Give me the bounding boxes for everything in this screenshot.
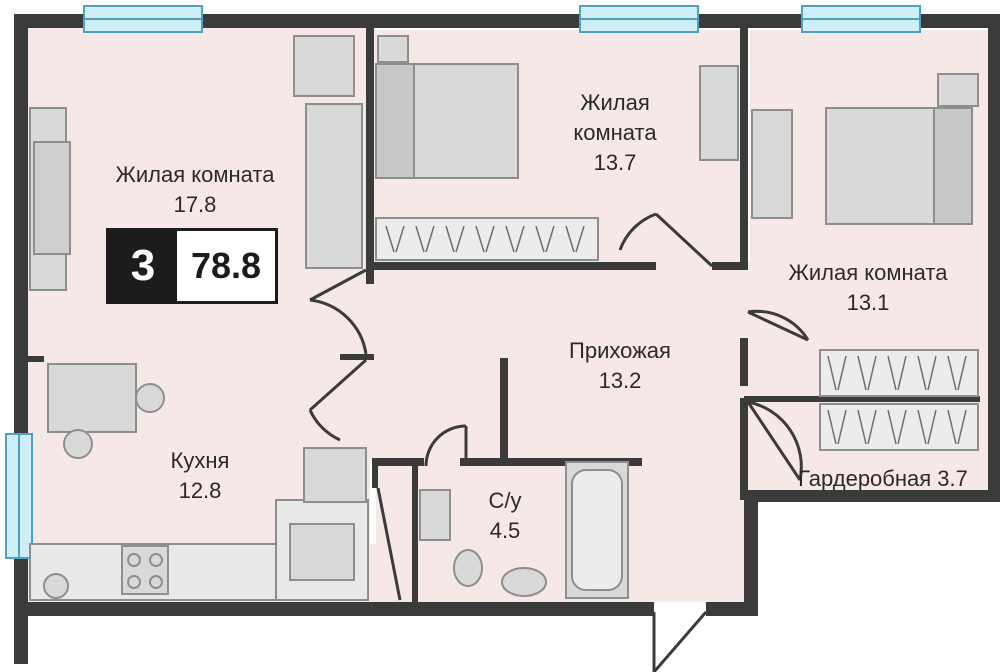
tv-unit	[751, 109, 793, 219]
sink	[289, 523, 355, 581]
dining-table	[47, 363, 137, 433]
nightstand	[937, 73, 979, 107]
room-area: 13.7	[593, 150, 637, 175]
room-label-living-1: Жилая комната 17.8	[100, 160, 290, 220]
room-name: Жилая	[580, 90, 650, 115]
room-area: 13.1	[846, 290, 890, 315]
windows	[5, 5, 921, 559]
room-label-kitchen: Кухня 12.8	[150, 446, 250, 506]
stove	[121, 545, 169, 595]
nightstand	[377, 35, 409, 63]
room-area: 17.8	[173, 192, 217, 217]
doors	[308, 212, 810, 672]
room-label-wardrobe: Гардеробная 3.7	[780, 464, 986, 494]
armchair	[293, 35, 355, 97]
washbasin	[501, 567, 547, 597]
room-area: 13.2	[598, 368, 642, 393]
wardrobe-hatching	[385, 225, 967, 445]
walls	[14, 14, 1000, 664]
total-area: 78.8	[190, 245, 262, 286]
room-area: 4.5	[489, 518, 521, 543]
room-label-hallway: Прихожая 13.2	[550, 336, 690, 396]
room-label-living-2: Жилая комната 13.7	[550, 88, 680, 178]
room-label-living-3: Жилая комната 13.1	[768, 258, 968, 318]
toilet	[453, 549, 483, 587]
room-name: Гардеробная 3.7	[798, 466, 968, 491]
wardrobe	[819, 403, 979, 451]
boiler	[419, 489, 451, 541]
dresser	[699, 65, 739, 161]
fridge	[303, 447, 367, 503]
room-label-bathroom: С/у 4.5	[470, 486, 540, 546]
room-name: Прихожая	[569, 338, 671, 363]
chair	[135, 383, 165, 413]
wardrobe	[819, 349, 979, 397]
room-name: Жилая комната	[115, 162, 275, 187]
sofa	[305, 103, 363, 269]
rooms-count: 3	[109, 231, 177, 301]
room-name: С/у	[488, 488, 522, 513]
washing-machine	[43, 573, 69, 599]
apartment-badge: 3 78.8	[106, 228, 278, 304]
room-name: Кухня	[170, 448, 230, 473]
room-name: Жилая комната	[788, 260, 948, 285]
chair	[63, 429, 93, 459]
wardrobe	[375, 217, 599, 261]
room-name-line2: комната	[573, 120, 657, 145]
room-area: 12.8	[178, 478, 222, 503]
